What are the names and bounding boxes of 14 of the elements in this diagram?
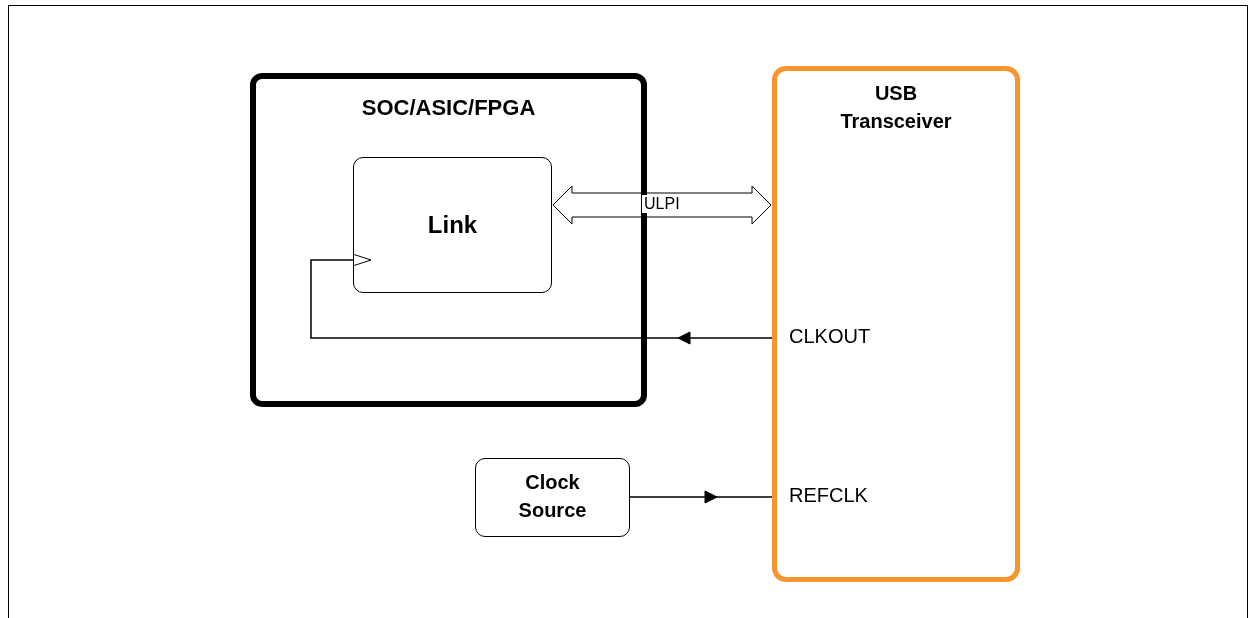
block-title: Link xyxy=(426,210,479,240)
edge-label: ULPI xyxy=(642,195,682,213)
bus-arrow xyxy=(552,185,772,225)
block-title: SOC/ASIC/FPGA xyxy=(360,94,537,122)
block-title: Clock Source xyxy=(517,470,588,523)
link-block xyxy=(353,157,552,293)
block-title: USB Transceiver xyxy=(839,81,953,134)
chip-block xyxy=(250,73,647,407)
signal-arrow xyxy=(629,490,773,504)
clock-source-block xyxy=(475,458,630,537)
signal-arrow xyxy=(310,259,773,345)
pin-label: REFCLK xyxy=(789,484,868,507)
pin-label: CLKOUT xyxy=(789,325,871,348)
transceiver-block xyxy=(772,66,1020,582)
